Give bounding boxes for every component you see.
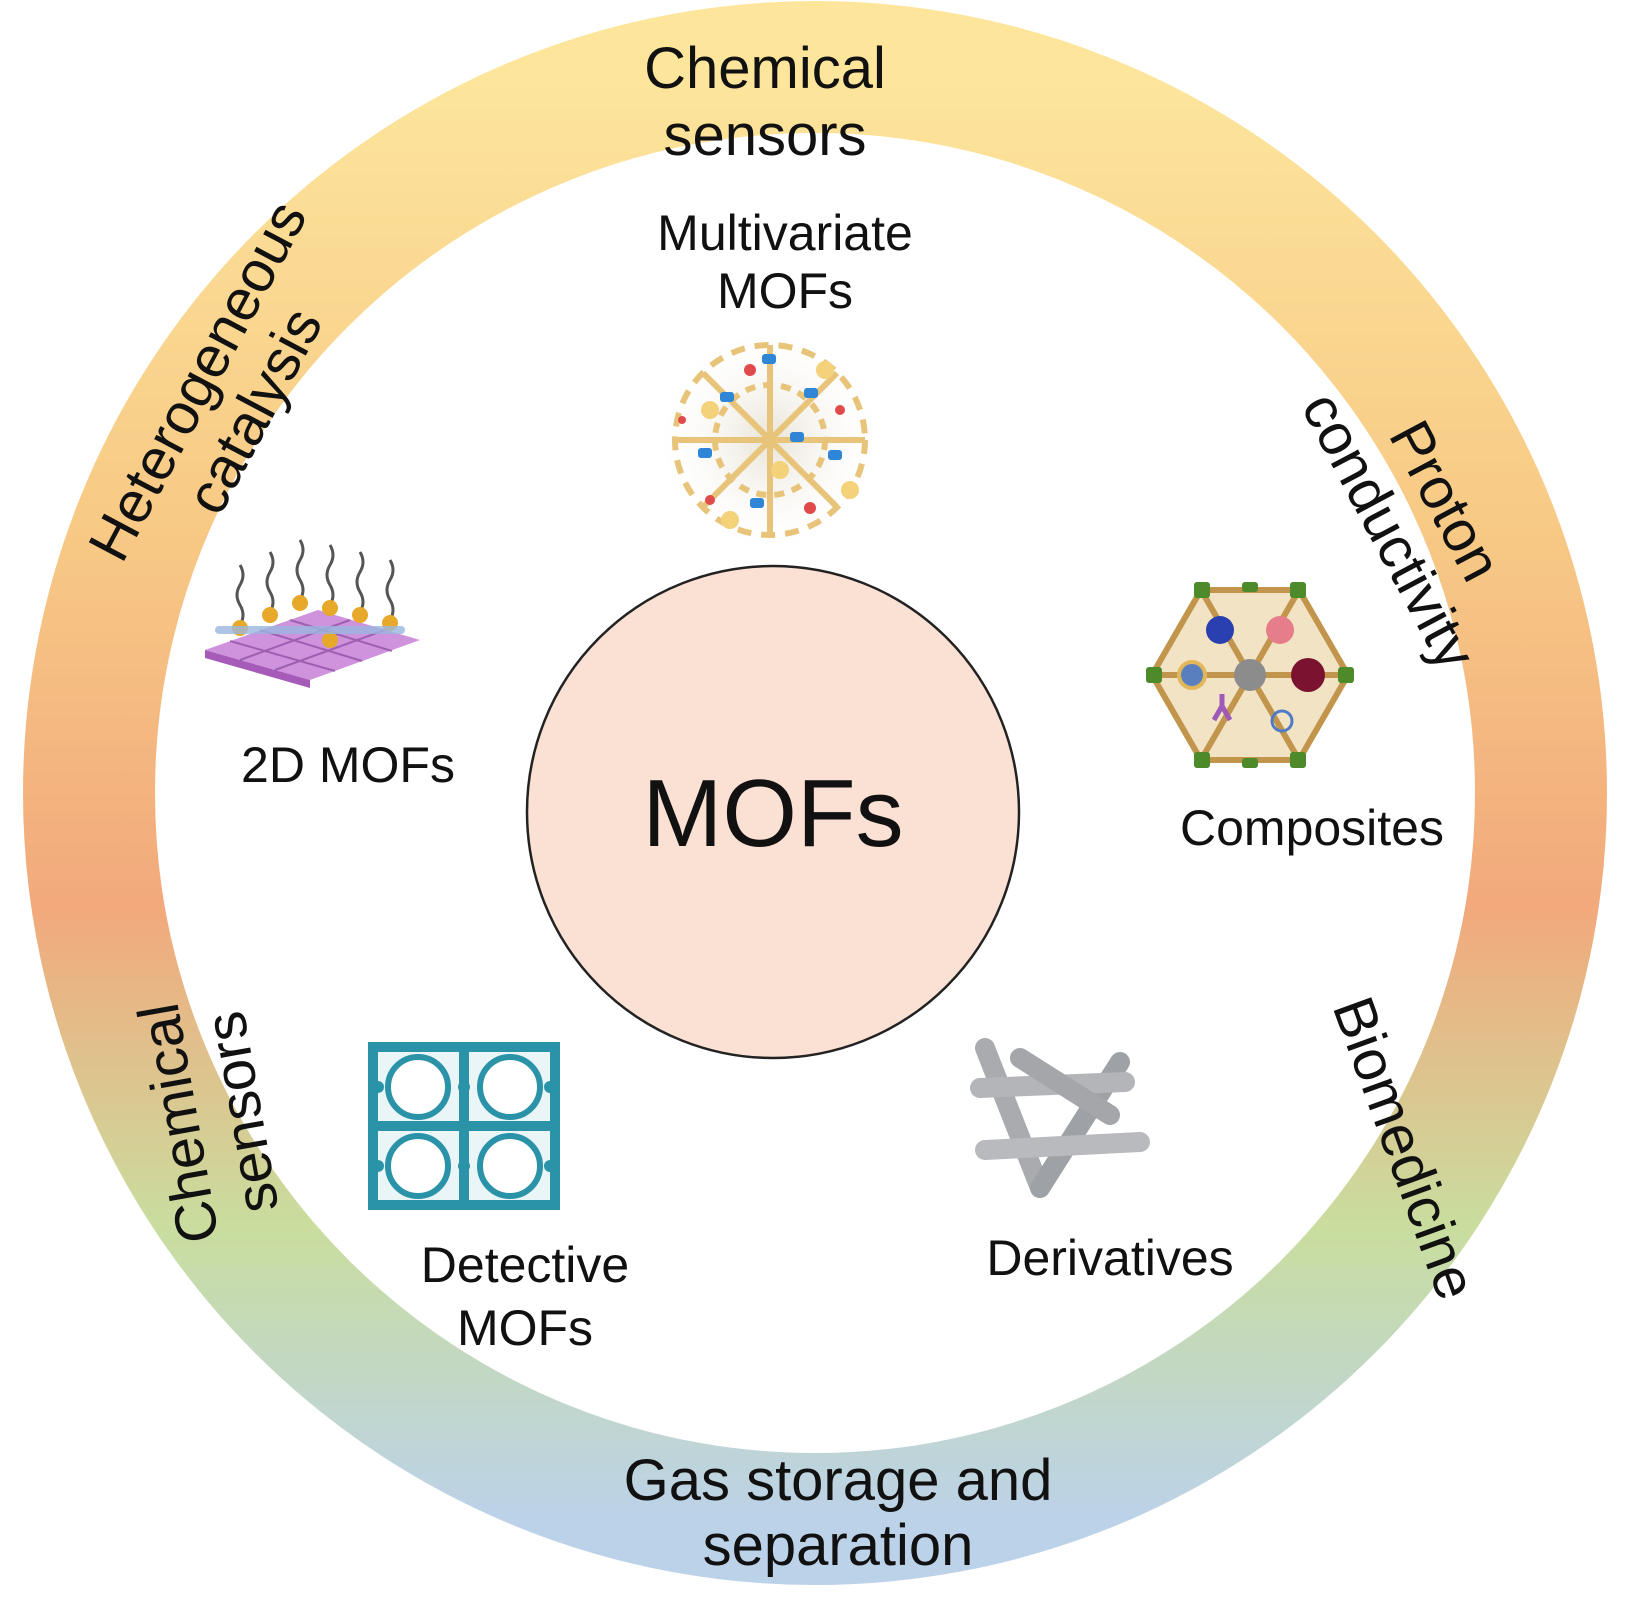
ring-label-bottom-line1: Gas storage and: [624, 1448, 1053, 1513]
porous-framework-grid-icon: [368, 1042, 560, 1210]
class-derivatives: Derivatives: [970, 1038, 1234, 1286]
ring-label-top: Chemical sensors: [644, 36, 886, 168]
class-multivariate-line2: MOFs: [717, 263, 853, 319]
ring-label-bottom: Gas storage and separation: [624, 1448, 1053, 1578]
center-circle: [525, 564, 1021, 1060]
class-derivatives-line1: Derivatives: [986, 1230, 1233, 1286]
class-multivariate: Multivariate MOFs: [652, 205, 913, 558]
center-label: MOFs: [642, 760, 903, 867]
composite-hexagon-icon: [1146, 582, 1354, 768]
class-2d: 2D MOFs: [205, 539, 455, 793]
application-ring: [23, 1, 1607, 1585]
class-composites-line1: Composites: [1180, 800, 1444, 856]
class-detective-line1: Detective: [421, 1237, 629, 1293]
ring-label-top-line1: Chemical: [644, 36, 886, 101]
class-2d-line1: 2D MOFs: [241, 737, 455, 793]
class-multivariate-line1: Multivariate: [657, 205, 913, 261]
ring-label-bottom-line2: separation: [703, 1513, 974, 1578]
class-detective: Detective MOFs: [368, 1042, 629, 1356]
multivariate-mof-structure-icon: [652, 322, 888, 558]
class-composites: Composites: [1146, 582, 1444, 856]
ring-label-top-line2: sensors: [663, 103, 866, 168]
class-detective-line2: MOFs: [457, 1300, 593, 1356]
2d-mof-layer-icon: [205, 539, 420, 688]
rod-derivatives-icon: [970, 1038, 1150, 1198]
